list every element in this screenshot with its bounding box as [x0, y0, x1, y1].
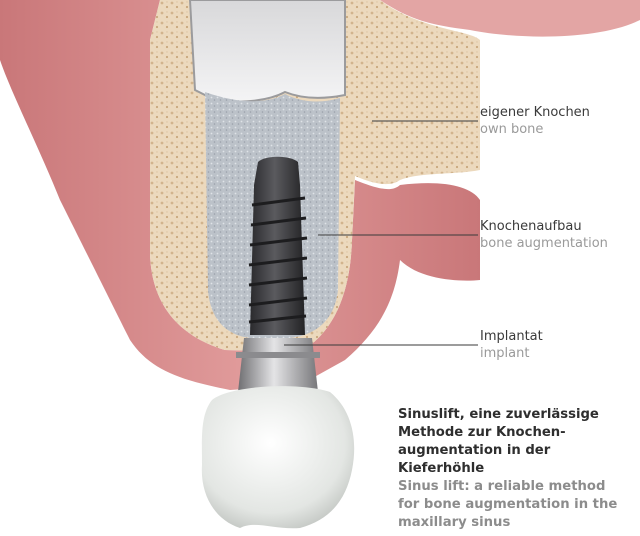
label-own-bone-en: own bone	[480, 121, 590, 138]
label-implant-en: implant	[480, 345, 543, 362]
maxillary-sinus	[190, 0, 345, 102]
caption-de-line: augmentation in der Kieferhöhle	[398, 442, 638, 478]
caption: Sinuslift, eine zuverlässige Methode zur…	[398, 406, 638, 532]
label-augmentation: Knochenaufbau bone augmentation	[480, 218, 608, 252]
caption-de-line: Methode zur Knochen-	[398, 424, 638, 442]
abutment-collar	[238, 338, 318, 392]
implant	[249, 157, 307, 335]
label-augmentation-de: Knochenaufbau	[480, 218, 608, 235]
caption-en-line: Sinus lift: a reliable method	[398, 478, 638, 496]
collar-band	[236, 352, 320, 358]
label-implant-de: Implantat	[480, 328, 543, 345]
label-implant: Implantat implant	[480, 328, 543, 362]
caption-de-line: Sinuslift, eine zuverlässige	[398, 406, 638, 424]
label-augmentation-en: bone augmentation	[480, 235, 608, 252]
caption-en-line: maxillary sinus	[398, 514, 638, 532]
caption-en-line: for bone augmentation in the	[398, 496, 638, 514]
label-own-bone: eigener Knochen own bone	[480, 104, 590, 138]
crown	[202, 386, 354, 528]
label-own-bone-de: eigener Knochen	[480, 104, 590, 121]
